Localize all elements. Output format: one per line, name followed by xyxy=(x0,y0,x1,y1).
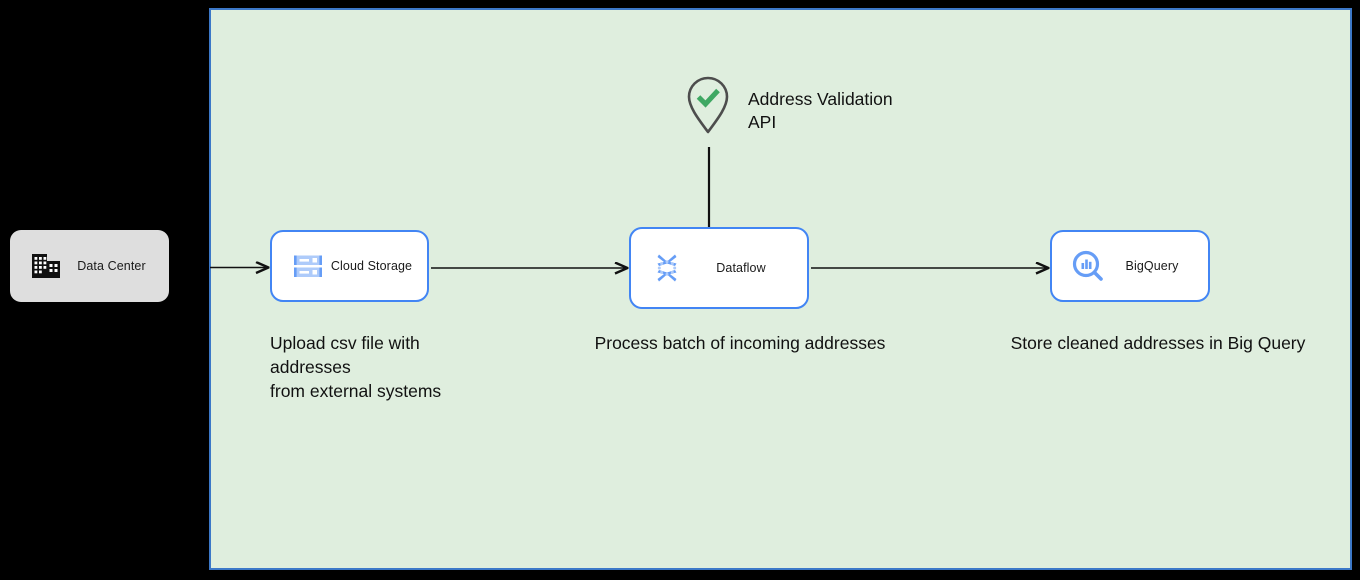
node-data-center[interactable]: Data Center xyxy=(10,230,169,302)
node-cloud-storage[interactable]: Cloud Storage xyxy=(270,230,429,302)
cloud-storage-icon xyxy=(294,255,322,277)
node-cloud-storage-label: Cloud Storage xyxy=(330,258,413,273)
caption-bigquery: Store cleaned addresses in Big Query xyxy=(1010,333,1306,353)
address-validation-api-label: Address Validation API xyxy=(748,89,893,132)
caption-cloud-storage: Upload csv file with addresses from exte… xyxy=(270,333,442,401)
data-center-icon xyxy=(32,254,60,278)
node-bigquery-label: BigQuery xyxy=(1125,258,1179,273)
bigquery-icon xyxy=(1072,250,1103,281)
node-data-center-label: Data Center xyxy=(77,258,146,273)
location-pin-check-icon[interactable] xyxy=(686,76,730,134)
dataflow-icon xyxy=(657,254,677,282)
node-bigquery[interactable]: BigQuery xyxy=(1050,230,1210,302)
caption-dataflow: Process batch of incoming addresses xyxy=(594,333,886,353)
node-dataflow-label: Dataflow xyxy=(716,260,766,275)
node-dataflow[interactable]: Dataflow xyxy=(629,227,809,309)
